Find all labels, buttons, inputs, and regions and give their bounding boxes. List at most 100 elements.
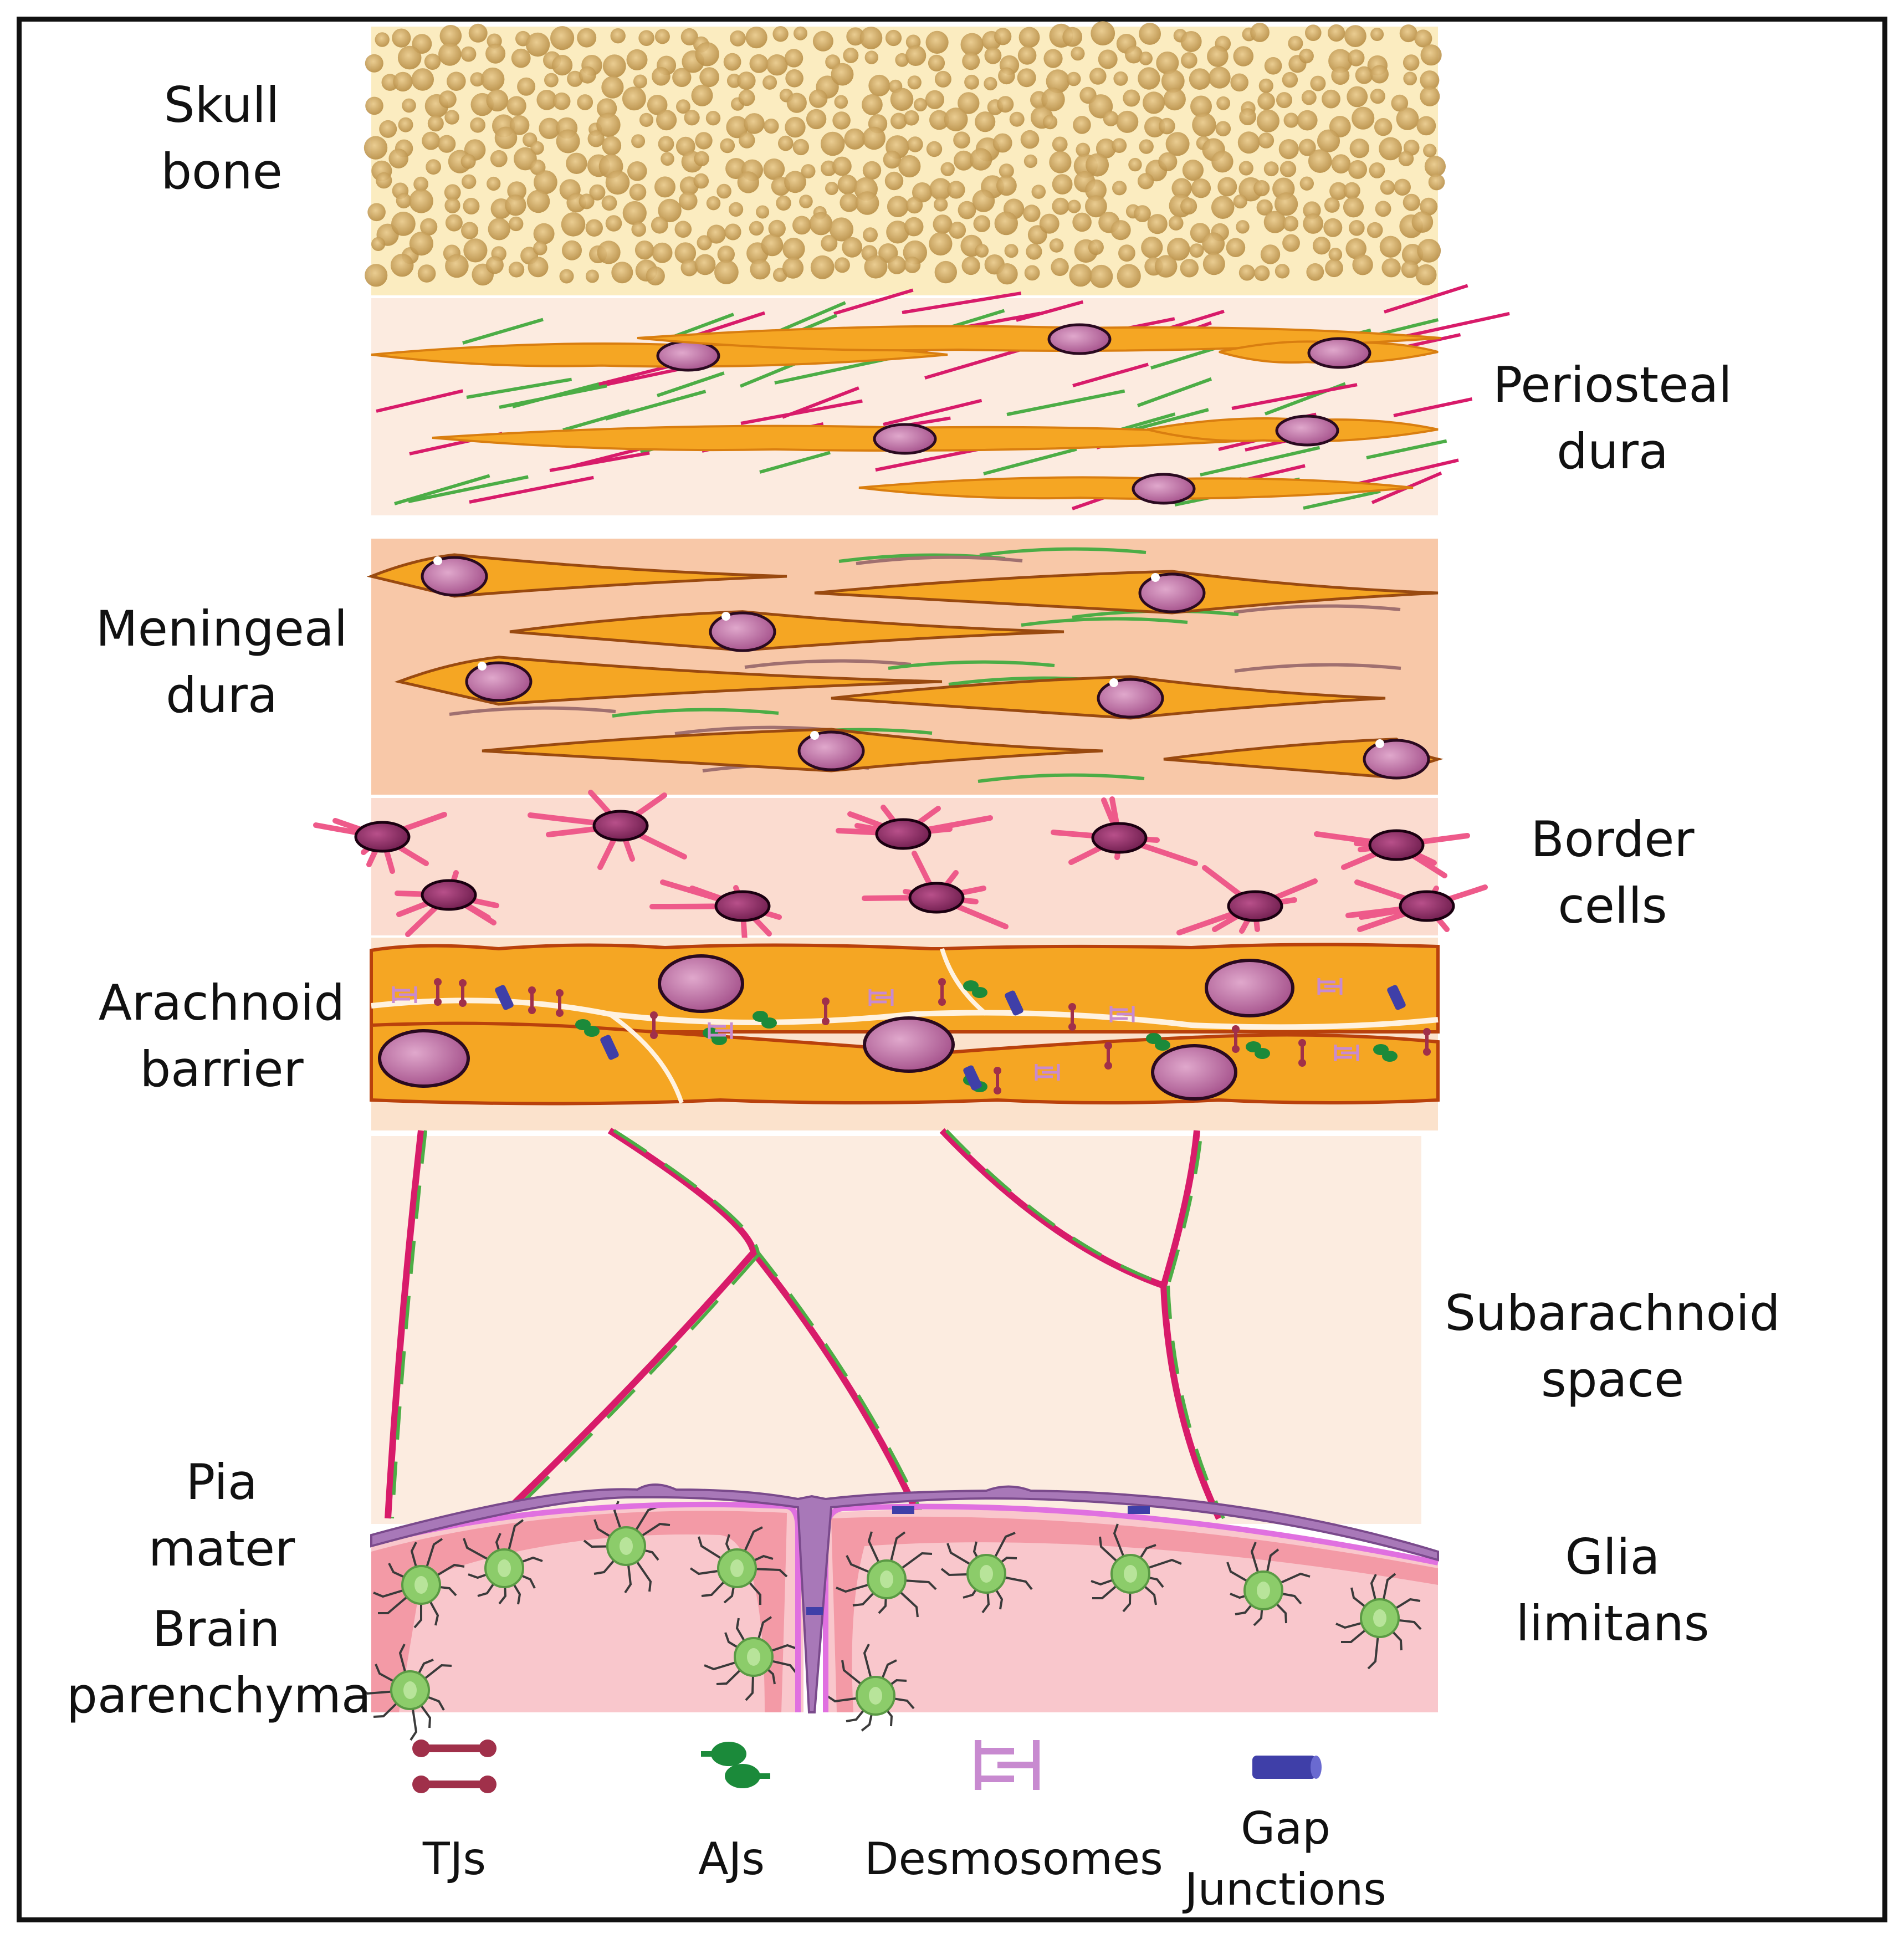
bone-spot xyxy=(444,110,459,125)
bone-spot xyxy=(552,92,571,110)
bone-spot xyxy=(887,255,907,274)
bone-spot xyxy=(639,112,654,127)
collagen-fiber xyxy=(408,475,529,503)
desmosome-legend-icon xyxy=(975,1740,1040,1790)
bone-spot xyxy=(1158,152,1178,171)
bone-spot xyxy=(487,176,501,191)
bone-spot xyxy=(1233,46,1254,66)
bone-spot xyxy=(940,162,955,176)
bone-spot xyxy=(1352,254,1373,275)
bone-spot xyxy=(1420,70,1440,90)
bone-spot xyxy=(602,54,626,78)
bone-spot xyxy=(1391,94,1409,112)
bone-spot xyxy=(444,197,460,213)
bone-spot xyxy=(726,116,749,139)
bone-spot xyxy=(992,133,1012,153)
bone-spot xyxy=(409,232,434,256)
collagen-fiber xyxy=(1137,377,1212,407)
bone-spot xyxy=(1117,264,1141,288)
bone-spot xyxy=(808,89,828,108)
bone-spot xyxy=(997,96,1014,113)
bone-spot xyxy=(1329,182,1348,201)
bone-spot xyxy=(1066,71,1081,86)
bone-spot xyxy=(398,117,413,132)
bone-spot xyxy=(470,117,485,133)
bone-spot xyxy=(1301,90,1317,105)
arachnoid-nucleus xyxy=(863,1016,955,1073)
arachnoid-junctions xyxy=(392,978,1431,1094)
bone-spot xyxy=(506,96,526,116)
bone-spot xyxy=(367,203,386,222)
gap-junction xyxy=(1005,990,1023,1016)
bone-spot xyxy=(960,33,984,56)
bone-spot xyxy=(761,234,784,257)
bone-spot xyxy=(1069,264,1092,287)
border-cells-label-line1: Border xyxy=(1531,811,1695,868)
intercellular-cleft-2 xyxy=(608,1012,684,1104)
bone-spot xyxy=(577,94,593,110)
bone-spot xyxy=(585,219,603,237)
desmosome xyxy=(708,1022,733,1039)
bone-spot xyxy=(1278,139,1299,160)
bone-spot xyxy=(1370,65,1389,84)
periosteal-nucleus xyxy=(873,423,937,455)
bone-spot xyxy=(717,245,735,263)
bone-spot xyxy=(913,98,928,111)
bone-spot xyxy=(716,183,731,199)
tight-junction xyxy=(1301,1043,1304,1063)
bone-spot xyxy=(691,84,713,106)
bone-spot xyxy=(509,216,524,232)
bone-spot xyxy=(422,131,441,150)
bone-spot xyxy=(1091,21,1115,45)
border-cell-nucleus xyxy=(908,882,965,914)
meningeal-dura-label-line2: dura xyxy=(166,667,278,724)
bone-spot xyxy=(1159,117,1175,135)
bone-spot xyxy=(680,28,698,45)
bone-spot xyxy=(1163,88,1186,111)
bone-spot xyxy=(526,190,550,213)
legend-gap-junctions-label: Gap Junctions xyxy=(1169,1798,1402,1920)
bone-spot xyxy=(1370,89,1385,104)
bone-spot xyxy=(1417,239,1441,263)
bone-spot xyxy=(1424,156,1446,177)
bone-spot xyxy=(596,112,621,137)
collagen-fiber xyxy=(883,398,982,426)
bone-spot xyxy=(622,201,647,226)
bone-spot xyxy=(622,86,646,111)
bone-spot xyxy=(444,184,461,201)
glia-limitans-label-line2: limitans xyxy=(1516,1595,1709,1652)
tight-junction xyxy=(994,1087,1001,1094)
bone-spot xyxy=(859,27,883,49)
meningeal-fiber xyxy=(1233,604,1401,614)
bone-spot xyxy=(1238,161,1253,176)
bone-spot xyxy=(766,54,788,76)
bone-spot xyxy=(954,150,974,171)
bone-spot xyxy=(1209,66,1231,89)
bone-spot xyxy=(756,205,770,219)
border-cells-layer xyxy=(313,790,1488,951)
bone-spot xyxy=(1192,112,1216,137)
bone-spot xyxy=(485,43,506,64)
bone-spot xyxy=(809,212,833,236)
trabecula xyxy=(1166,1285,1225,1520)
tight-junction xyxy=(528,1006,536,1014)
bone-spot xyxy=(651,216,668,234)
bone-spot xyxy=(1112,138,1127,153)
bone-spot xyxy=(763,158,785,180)
bone-spot xyxy=(973,215,991,232)
glia-limitans-right xyxy=(823,1503,1439,1712)
bone-spot xyxy=(949,222,966,239)
bone-spot xyxy=(1381,258,1401,278)
bone-spot xyxy=(1238,264,1255,281)
bone-spot xyxy=(1004,244,1018,258)
bone-spot xyxy=(907,75,922,90)
bone-spot xyxy=(393,71,413,92)
border-cell-nucleus xyxy=(1227,890,1283,922)
border-cell-nucleus xyxy=(1091,822,1148,854)
bone-spot xyxy=(784,49,803,68)
bone-spot xyxy=(1043,49,1063,68)
bone-spot xyxy=(1052,197,1069,215)
bone-spot xyxy=(890,88,914,111)
bone-spot xyxy=(904,217,924,237)
bone-spot xyxy=(1328,49,1353,73)
